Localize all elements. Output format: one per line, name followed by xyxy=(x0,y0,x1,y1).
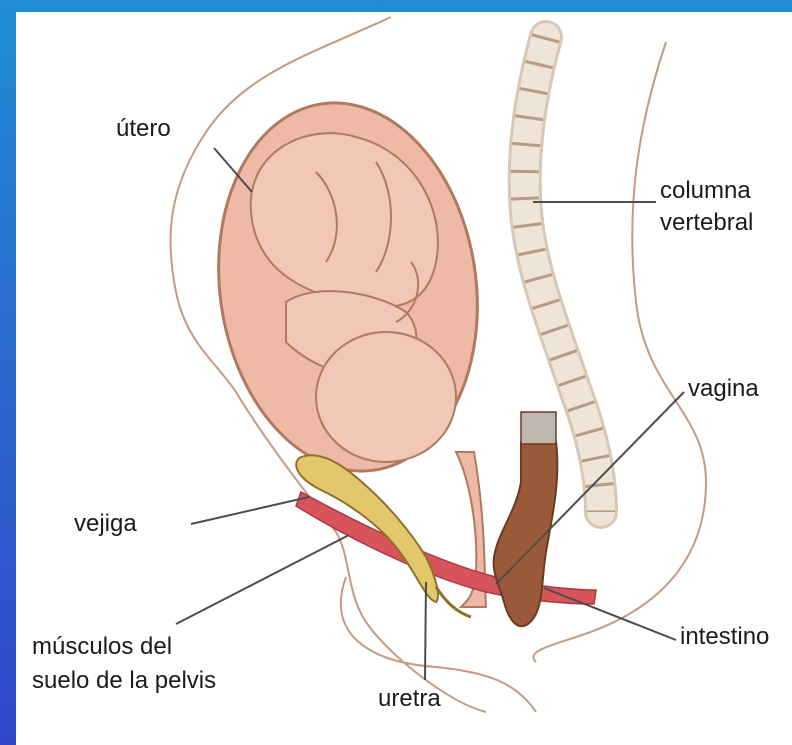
label-columna-line2: vertebral xyxy=(660,206,753,240)
leader-musculos xyxy=(176,535,349,624)
leader-uretra xyxy=(425,582,426,680)
label-intestino: intestino xyxy=(680,620,769,654)
label-columna-line1: columna xyxy=(660,174,751,208)
leader-vejiga xyxy=(191,497,309,524)
illustration-panel: útero columna vertebral vagina vejiga mú… xyxy=(16,12,792,745)
label-uretra: uretra xyxy=(378,682,441,716)
intestine-top xyxy=(521,412,556,444)
label-vejiga: vejiga xyxy=(74,507,137,541)
label-musculos-line1: músculos del xyxy=(32,630,172,664)
label-musculos-line2: suelo de la pelvis xyxy=(32,664,216,698)
label-utero: útero xyxy=(116,112,171,146)
label-vagina: vagina xyxy=(688,372,759,406)
